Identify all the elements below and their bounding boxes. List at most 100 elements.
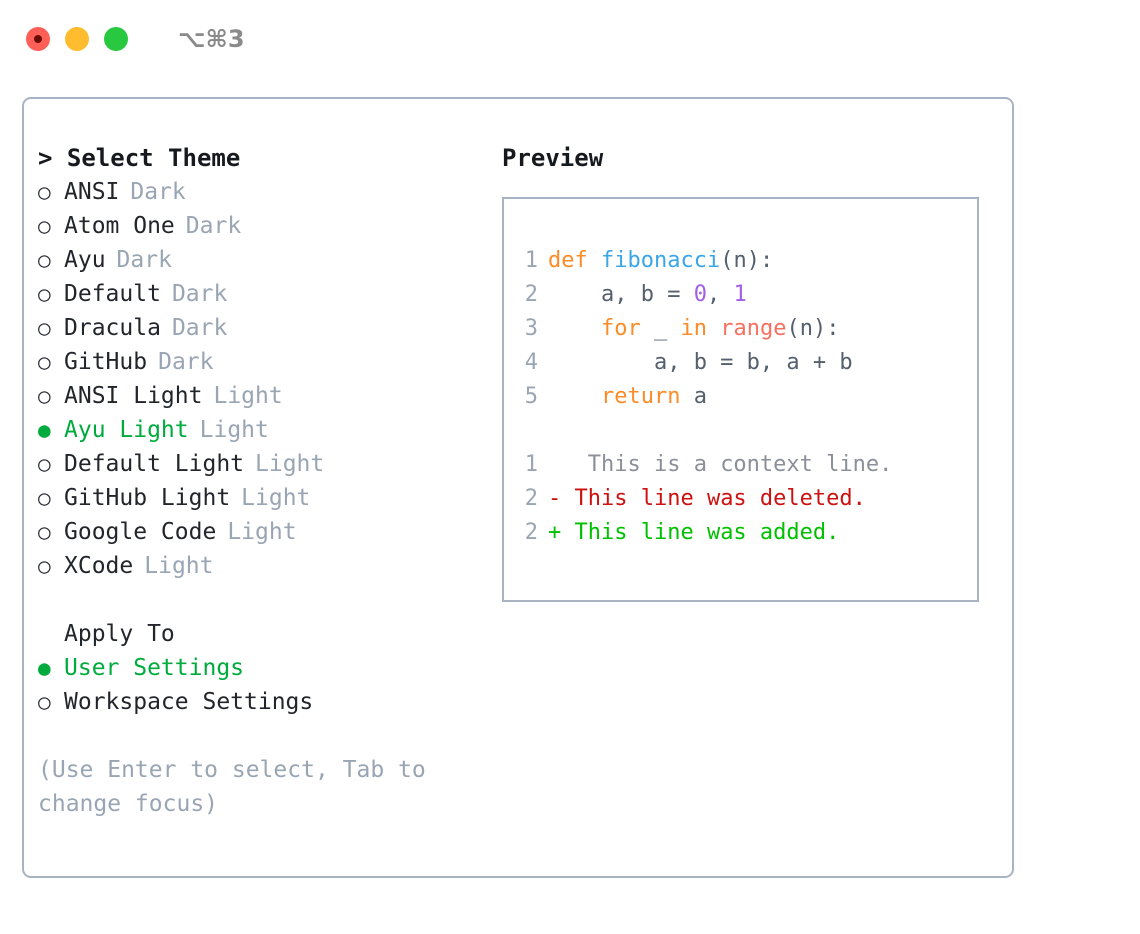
diff-line: 2 + This line was added. <box>516 516 977 550</box>
theme-kind-label: Light <box>213 383 283 409</box>
theme-name-label: GitHub Light <box>64 485 231 511</box>
diff-line: 2- This line was deleted. <box>516 482 977 516</box>
diff-sample: 1 This is a context line.2- This line wa… <box>516 448 977 550</box>
radio-unselected-icon: ○ <box>38 690 51 714</box>
apply-to-label: Workspace Settings <box>64 689 314 715</box>
apply-to-label: User Settings <box>64 655 245 681</box>
code-token-kw: return <box>600 384 681 409</box>
code-text: a, b = 0, 1 <box>548 278 747 312</box>
code-token-plain: _ <box>640 316 681 341</box>
theme-list-item[interactable]: ○ GitHub Light Light <box>38 481 508 515</box>
theme-list-item[interactable]: ○ GitHub Dark <box>38 345 508 379</box>
code-token-num: 1 <box>733 282 747 307</box>
theme-kind-label: Dark <box>171 315 228 341</box>
theme-name-label: ANSI Light <box>64 383 203 409</box>
diff-line: 1 This is a context line. <box>516 448 977 482</box>
close-button[interactable] <box>26 27 50 51</box>
theme-name-label: Ayu Light <box>64 417 189 443</box>
theme-kind-label: Light <box>199 417 269 443</box>
keyboard-shortcut-label: ⌥⌘3 <box>178 25 245 53</box>
preview-heading: Preview <box>502 144 604 172</box>
theme-name-label: XCode <box>64 553 134 579</box>
line-number: 2 <box>524 520 538 545</box>
keyboard-hint-text: (Use Enter to select, Tab to change focu… <box>38 757 440 817</box>
theme-name-label: GitHub <box>64 349 148 375</box>
apply-to-section: Apply To ● User Settings ○ Workspace Settin… <box>38 617 508 719</box>
theme-kind-label: Light <box>144 553 214 579</box>
code-line: 3 for _ in range(n): <box>516 312 977 346</box>
code-line: 4 a, b = b, a + b <box>516 346 977 380</box>
theme-list-item[interactable]: ● Ayu Light Light <box>38 413 508 447</box>
theme-kind-label: Light <box>241 485 311 511</box>
theme-kind-label: Dark <box>116 247 172 273</box>
code-token-punct: (n): <box>720 248 774 273</box>
code-text: a, b = b, a + b <box>548 346 853 380</box>
radio-selected-icon: ● <box>38 418 51 442</box>
code-token-kw: in <box>680 316 707 341</box>
theme-name-label: Default Light <box>64 451 245 477</box>
code-token-kw: def <box>548 248 601 273</box>
apply-to-option[interactable]: ● User Settings <box>38 651 508 685</box>
radio-unselected-icon: ○ <box>38 248 51 272</box>
code-spacer <box>516 414 977 448</box>
code-token-fn: fibonacci <box>600 248 721 273</box>
theme-kind-label: Light <box>255 451 325 477</box>
code-token-plain <box>548 316 601 341</box>
line-number: 2 <box>524 486 538 511</box>
line-number: 5 <box>524 384 538 409</box>
minimize-button[interactable] <box>65 27 89 51</box>
diff-sign: + <box>548 520 562 545</box>
code-token-builtin: range <box>720 316 787 341</box>
line-number: 4 <box>524 350 538 375</box>
radio-unselected-icon: ○ <box>38 486 51 510</box>
radio-selected-icon: ● <box>38 656 51 680</box>
title-bar: ⌥⌘3 <box>0 0 1140 78</box>
line-number: 1 <box>524 452 538 477</box>
radio-unselected-icon: ○ <box>38 554 51 578</box>
code-token-num: 0 <box>693 282 707 307</box>
theme-name-label: ANSI <box>64 179 120 205</box>
diff-sign <box>548 448 561 482</box>
diff-text: This line was added. <box>561 520 840 545</box>
theme-name-label: Atom One <box>64 213 175 239</box>
theme-kind-label: Light <box>227 519 297 545</box>
theme-name-label: Default <box>64 281 161 307</box>
diff-text: This line was deleted. <box>561 486 866 511</box>
code-line: 1 def fibonacci(n): <box>516 244 977 278</box>
code-token-plain: a, b = <box>548 282 694 307</box>
code-line: 2 a, b = 0, 1 <box>516 278 977 312</box>
theme-kind-label: Dark <box>158 349 214 375</box>
zoom-button[interactable] <box>104 27 128 51</box>
code-text: for _ in range(n): <box>548 312 839 346</box>
code-token-punct: (n): <box>786 316 840 341</box>
apply-to-heading: Apply To <box>64 621 175 647</box>
diff-text: This is a context line. <box>561 452 893 477</box>
diff-sign: - <box>548 486 562 511</box>
apply-to-option[interactable]: ○ Workspace Settings <box>38 685 508 719</box>
theme-name-label: Dracula <box>64 315 161 341</box>
line-number: 3 <box>524 316 538 341</box>
code-token-plain <box>548 384 601 409</box>
code-text: return a <box>548 380 707 414</box>
radio-unselected-icon: ○ <box>38 350 51 374</box>
code-text: def fibonacci(n): <box>548 244 773 278</box>
code-token-plain: a, b = b, a + b <box>548 350 853 375</box>
line-number: 1 <box>524 248 538 273</box>
radio-unselected-icon: ○ <box>38 282 51 306</box>
apply-to-options: ● User Settings ○ Workspace Settings <box>38 651 508 719</box>
radio-unselected-icon: ○ <box>38 214 51 238</box>
code-line: 5 return a <box>516 380 977 414</box>
theme-list-item[interactable]: ○ XCode Light <box>38 549 508 583</box>
